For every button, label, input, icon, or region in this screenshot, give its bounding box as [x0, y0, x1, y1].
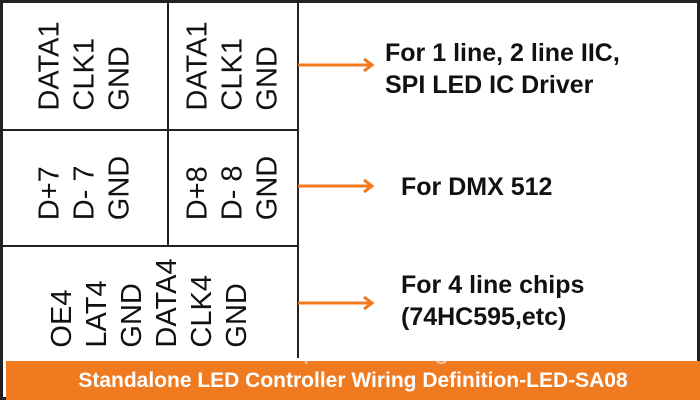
block-divider-1: [167, 3, 169, 129]
pin-label: CLK1: [68, 38, 101, 111]
description-iic-spi: For 1 line, 2 line IIC, SPI LED IC Drive…: [385, 37, 620, 101]
pin-label: CLK1: [216, 38, 249, 111]
row-divider-1: [3, 129, 297, 131]
footer-banner: Standalone LED Controller Wiring Definit…: [6, 361, 700, 400]
pin-block-4line: OE4 LAT4 GND DATA4 CLK4 GND: [3, 247, 297, 358]
pin-label: LAT4: [81, 279, 113, 348]
footer-title: Standalone LED Controller Wiring Definit…: [78, 368, 628, 392]
arrow-icon: [298, 295, 375, 311]
row-divider-2: [3, 245, 297, 247]
pin-label: D+8: [181, 166, 214, 221]
pin-label: CLK4: [186, 274, 218, 348]
pin-block-clk1-b: DATA1 CLK1 GND: [169, 3, 297, 129]
description-line: (74HC595,etc): [401, 303, 567, 331]
pin-label: D+7: [33, 166, 66, 221]
pin-label: DATA1: [33, 21, 66, 111]
pin-label: D- 7: [68, 165, 101, 221]
pin-label: D- 8: [216, 165, 249, 221]
pin-stack: D+7 D- 7 GND: [33, 156, 138, 220]
description-line: SPI LED IC Driver: [385, 71, 594, 99]
pin-stack: OE4 LAT4 GND DATA4 CLK4 GND: [45, 258, 255, 347]
description-dmx: For DMX 512: [401, 171, 552, 203]
pin-label: GND: [103, 155, 136, 221]
block-divider-2: [167, 131, 169, 245]
pin-label: GND: [116, 282, 148, 348]
pin-stack: DATA1 CLK1 GND: [181, 21, 286, 110]
pin-label: DATA1: [181, 21, 214, 111]
description-line: For 4 line chips: [401, 271, 585, 299]
pin-label: GND: [221, 282, 253, 348]
pin-label: GND: [251, 155, 284, 221]
pin-stack: D+8 D- 8 GND: [181, 156, 286, 220]
table-right-border: [297, 3, 299, 358]
description-line: For DMX 512: [401, 173, 553, 201]
description-line: For 1 line, 2 line IIC,: [385, 39, 620, 67]
pin-label: OE4: [46, 289, 78, 348]
pin-label: DATA4: [151, 257, 183, 348]
pin-label: GND: [251, 46, 284, 111]
watermark: pl.iseeledlight.com: [303, 333, 534, 364]
pin-block-clk1-a: DATA1 CLK1 GND: [3, 3, 167, 129]
description-4line: For 4 line chips (74HC595,etc): [401, 269, 584, 333]
arrow-icon: [298, 57, 375, 73]
pin-block-dmx-7: D+7 D- 7 GND: [3, 131, 167, 245]
pin-label: GND: [103, 46, 136, 111]
arrow-icon: [298, 178, 375, 194]
pin-block-dmx-8: D+8 D- 8 GND: [169, 131, 297, 245]
pin-stack: DATA1 CLK1 GND: [33, 21, 138, 110]
